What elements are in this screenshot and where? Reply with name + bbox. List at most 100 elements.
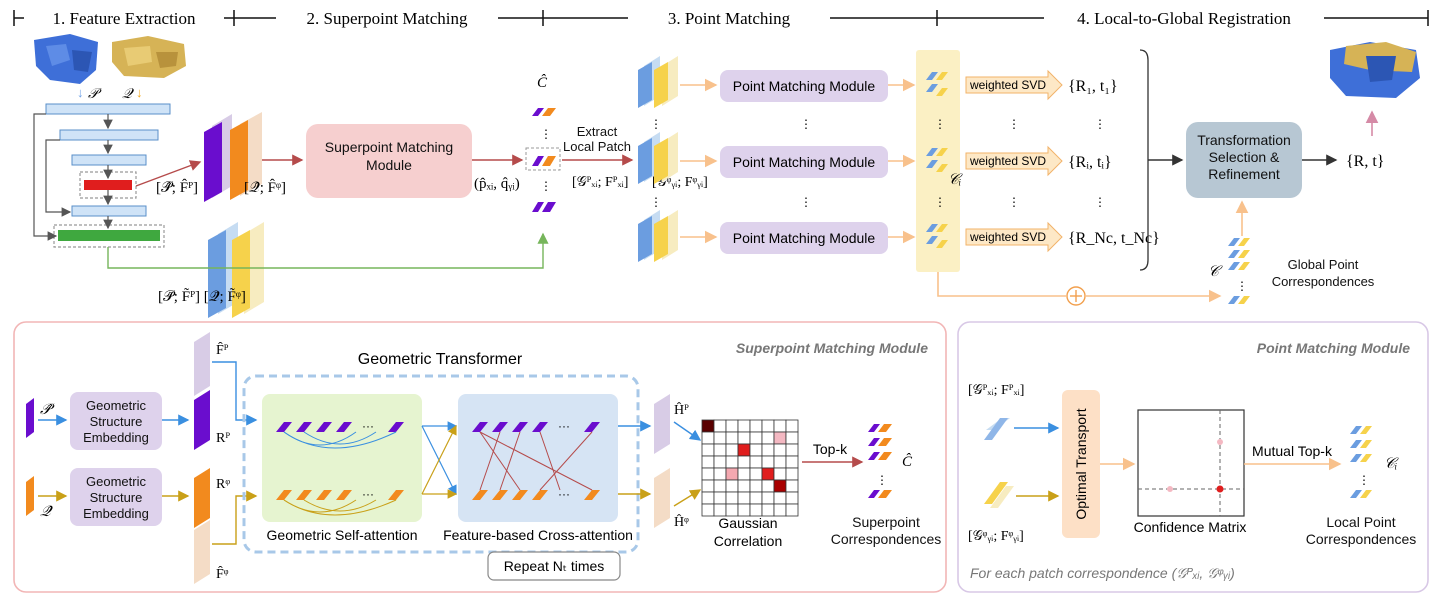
repeat-box [487,551,621,581]
correlation-cell [713,467,727,481]
svg-text:⋮: ⋮ [650,117,662,131]
correlation-cell [749,479,763,493]
correlation-cell [773,467,787,481]
correlation-cell [725,443,739,457]
correlation-cell [737,491,751,505]
pmm-panel-title: Point Matching Module [1257,340,1410,356]
spm-hq-label: Ĥᵠ [674,513,689,530]
cross-attention-box [458,394,618,522]
gaussian-label-line2: Correlation [714,533,782,549]
svg-text:⋮: ⋮ [540,179,552,193]
stage-4-label: 4. Local-to-Global Registration [1077,9,1291,28]
correlation-cell [701,491,715,505]
gaussian-correlation-matrix [701,419,799,517]
correlation-cell [737,419,751,433]
topk-label: Top-k [813,441,848,457]
spm-hp-stack [654,394,670,454]
correlation-cell [761,431,775,445]
svg-text:⋮: ⋮ [800,195,812,209]
transform-i-label: {Rᵢ, tᵢ} [1068,154,1112,171]
correlation-cell [773,431,787,445]
correlation-cell [725,491,739,505]
superpoint-corr-label: Superpoint Correspondences [830,514,942,547]
gse-label-q: Geometric Structure Embedding [83,474,149,521]
svg-text:···: ··· [558,487,570,501]
correlation-cell [761,419,775,433]
optimal-transport-box [1062,390,1100,538]
correlation-cell [761,491,775,505]
correlation-cell [713,419,727,433]
point-matching-label-1: Point Matching Module [733,78,876,94]
svg-text:⋮: ⋮ [1094,117,1106,131]
correlation-cell [749,467,763,481]
patch-row-3 [638,210,678,262]
correlation-cell [749,419,763,433]
local-corr-glyphs [926,72,948,248]
correlation-cell [701,467,715,481]
spm-q-input-stack [26,476,34,516]
correlation-cell [761,467,775,481]
correlation-cell [737,431,751,445]
spm-rp-label: Rᴾ [216,431,230,446]
correlation-cell [713,443,727,457]
spm-rp-stack [194,390,210,450]
superpoint-features-q [230,112,262,200]
patch-row-2 [638,132,678,184]
stage-header: 1. Feature Extraction 2. Superpoint Matc… [13,6,1429,30]
cross-attention-label: Feature-based Cross-attention [443,527,633,543]
correlation-cell [713,455,727,469]
global-corr-column [1228,238,1250,304]
down-arrow-q-icon: ↓ [136,85,143,100]
ci-label: 𝒞ᵢ [948,172,963,188]
pmm-output-ci: 𝒞ᵢ [1384,456,1399,472]
superpoint-matching-module-label: Superpoint Matching Module [324,139,454,173]
point-cloud-q [112,36,186,78]
svg-text:⋮: ⋮ [934,117,946,131]
correlation-cell [749,455,763,469]
correlation-cell [785,491,799,505]
transformation-selection-label: Transformation Selection & Refinement [1197,132,1291,182]
correlation-cell [785,431,799,445]
local-correspondences-column [916,50,960,272]
point-matching-label-3: Point Matching Module [733,230,876,246]
superpoint-corr-output [868,424,892,498]
correlation-cell [773,419,787,433]
svg-text:⋮: ⋮ [540,127,552,141]
correlation-cell [749,431,763,445]
transformation-selection-box [1186,122,1302,198]
svg-text:···: ··· [362,419,374,433]
gaussian-label-line1: Gaussian [718,515,777,531]
svd-label-3: weighted SVD [969,230,1046,244]
pmm-input-q-label: [𝒢ᵠᵧᵢ; Fᵠᵧᵢ] [968,529,1024,544]
correlation-cell [785,455,799,469]
mutual-topk-label: Mutual Top-k [1252,443,1333,459]
svg-text:···: ··· [558,419,570,433]
spm-hp-label: Ĥᴾ [674,401,689,418]
spm-fp-label: F̂ᴾ [216,341,229,358]
gse-label-p: Geometric Structure Embedding [83,398,149,445]
down-arrow-p-icon: ↓ [77,85,84,100]
patch-p-label: [𝒢ᴾₓᵢ; Fᴾₓᵢ] [572,175,628,190]
spm-q-hat-label: 𝒬̂ [40,504,53,520]
correlation-cell [701,455,715,469]
local-point-corr-label: Local Point Correspondences [1305,514,1417,547]
correlation-cell [713,431,727,445]
svg-text:⋮: ⋮ [1008,117,1020,131]
pmm-q-patch [984,482,1008,504]
geometric-transformer-title: Geometric Transformer [358,351,523,368]
superpoint-features-p [204,114,232,202]
self-attention-box [262,394,422,522]
optimal-transport-label: Optimal Transport [1073,408,1089,519]
correlation-cell [785,467,799,481]
self-attention-tokens [276,422,404,516]
correlation-cell [773,479,787,493]
input-p-label: 𝒫 [88,87,102,102]
point-matching-box-2 [720,146,888,178]
svd-label-2: weighted SVD [969,154,1046,168]
svg-text:···: ··· [362,487,374,501]
correlation-cell [725,479,739,493]
self-attention-label: Geometric Self-attention [267,527,418,543]
svg-text:⋮: ⋮ [1008,195,1020,209]
registered-point-cloud [1330,42,1420,98]
